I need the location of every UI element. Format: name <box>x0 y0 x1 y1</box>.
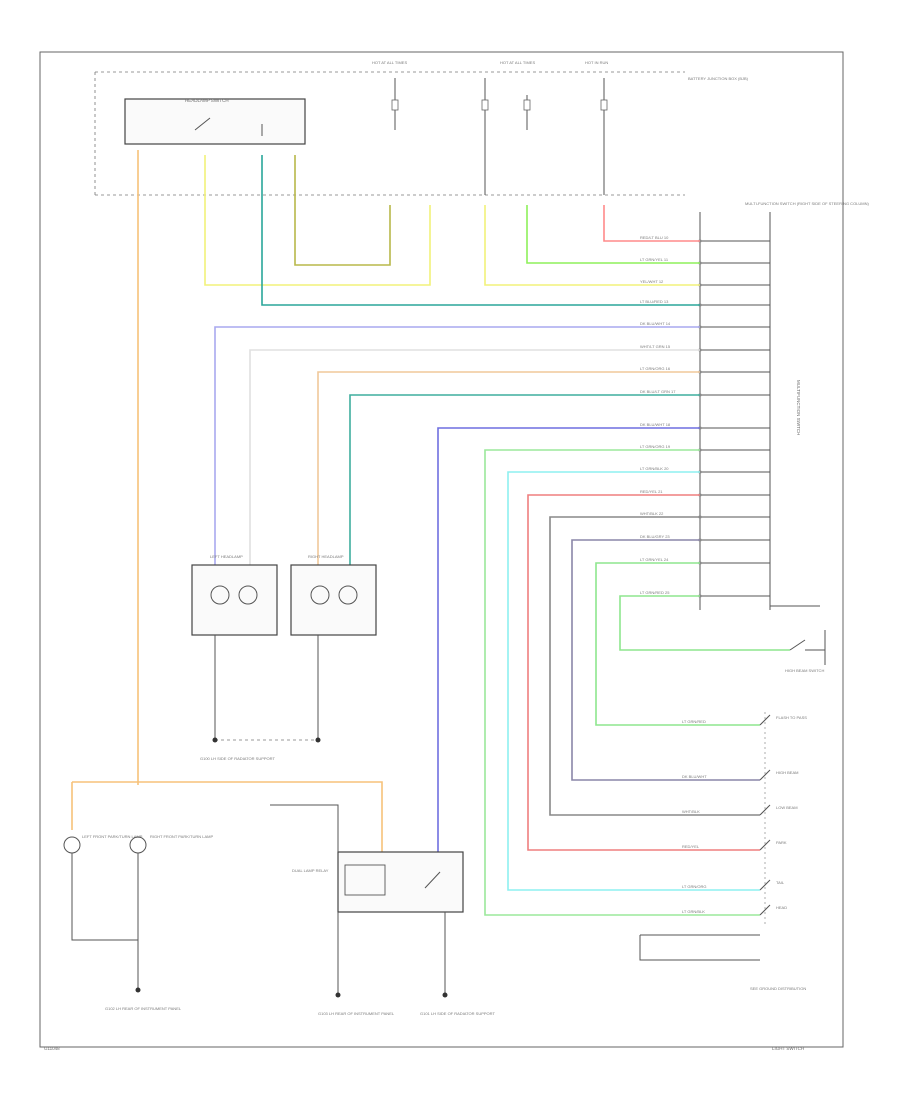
right-headlamp-label: RIGHT HEADLAMP <box>308 554 344 559</box>
switch-wire-label: LT GRN/BLK <box>682 909 705 914</box>
wire-teal-1 <box>261 155 700 306</box>
ground-point-g103 <box>335 992 341 998</box>
connector-pin-label: DK BLU/LT GRN 17 <box>640 389 676 394</box>
wire-purple-1 <box>571 539 760 781</box>
wire-yellow-1 <box>204 155 431 286</box>
switch-contact <box>759 714 771 726</box>
source-label-3: HOT IN RUN <box>585 60 608 65</box>
relay-feed-wire <box>270 804 339 852</box>
switch-contact <box>759 839 771 851</box>
fuse-1 <box>391 78 399 130</box>
wires <box>71 150 790 916</box>
ground-distribution-note: SEE GROUND DISTRIBUTION <box>750 986 806 991</box>
wire-orange-cross <box>72 781 383 852</box>
connector-pin-label: RED/LT BLU 10 <box>640 235 669 240</box>
connector-pin-label: DK BLU/WHT 18 <box>640 422 671 427</box>
wire-green-1 <box>526 205 700 264</box>
connector-pin-label: LT GRN/YEL 11 <box>640 257 669 262</box>
wire-red-1 <box>603 205 700 242</box>
connector-pin-label: DK BLU/GRY 23 <box>640 534 670 539</box>
right-park-lamp-label: RIGHT FRONT PARK/TURN LAMP <box>150 834 213 839</box>
wire-yellow-2 <box>484 205 700 286</box>
headlamp-switch-contact <box>194 117 211 131</box>
dual-lamp-relay: DUAL LAMP RELAY <box>292 851 464 913</box>
switch-wire-label: LT GRN/ORG <box>682 884 707 889</box>
connector-pin-label: LT GRN/RED 25 <box>640 590 670 595</box>
left-headlamp: LEFT HEADLAMP <box>191 554 278 636</box>
source-label-2: HOT AT ALL TIMES <box>500 60 535 65</box>
diagram-frame <box>39 51 844 1048</box>
switch-position-label: HEAD <box>776 905 787 910</box>
wire-cyan-1 <box>507 471 760 891</box>
connector-pin-label: LT GRN/BLK 20 <box>640 466 669 471</box>
fuse-3 <box>523 95 531 130</box>
ground-g100-label: G100 LH SIDE OF RADIATOR SUPPORT <box>200 756 275 761</box>
switch-contact <box>759 769 771 781</box>
switch-contact <box>759 904 771 916</box>
right-switch-stack: LT GRN/RED FLASH TO PASS DK BLU/WHT HIGH BE… <box>682 712 807 925</box>
ground-g101-label: G101 LH SIDE OF RADIATOR SUPPORT <box>420 1011 495 1016</box>
switch-wire-label: DK BLU/WHT <box>682 774 707 779</box>
wire-peach-1 <box>317 371 700 565</box>
ground-point-g100 <box>212 737 218 743</box>
switch-wire-label: RED/YEL <box>682 844 700 849</box>
wire-white-1 <box>249 349 700 565</box>
dual-lamp-relay-label: DUAL LAMP RELAY <box>292 868 329 873</box>
headlamp-switch-box <box>124 98 306 145</box>
right-headlamp: RIGHT HEADLAMP <box>290 554 377 636</box>
ground-point-g104 <box>442 992 448 998</box>
left-headlamp-label: LEFT HEADLAMP <box>210 554 243 559</box>
connector-pin-label: LT GRN/ORG 19 <box>640 444 671 449</box>
wire-blue-1 <box>214 326 700 565</box>
wire-blue-2 <box>437 427 700 852</box>
source-label-1: HOT AT ALL TIMES <box>372 60 407 65</box>
connector-pin-label: WHT/LT GRN 15 <box>640 344 671 349</box>
park-lamp-ground-link <box>71 853 138 941</box>
ground-point-g102 <box>135 987 141 993</box>
connector-pin-label: RED/YEL 21 <box>640 489 663 494</box>
switch-position-label: HIGH BEAM <box>776 770 798 775</box>
footer-left: G11048 <box>44 1046 60 1051</box>
connector-pin-label: WHT/BLK 22 <box>640 511 664 516</box>
switch-contact <box>759 879 771 891</box>
switch-contact <box>759 804 771 816</box>
right-park-lamp: RIGHT FRONT PARK/TURN LAMP <box>129 834 213 854</box>
wire-olive-1 <box>294 155 391 266</box>
wire-teal-2 <box>349 394 700 565</box>
switch-wire-label: LT GRN/RED <box>682 719 706 724</box>
fuse-box-note: BATTERY JUNCTION BOX (BJB) <box>688 76 749 81</box>
switch-position-label: FLASH TO PASS <box>776 715 807 720</box>
switch-position-label: TAIL <box>776 880 785 885</box>
connector-pin-label: DK BLU/WHT 14 <box>640 321 671 326</box>
footer-right: LIGHT SWITCH <box>772 1046 804 1051</box>
wire-green-3 <box>595 562 760 726</box>
wire-red-2 <box>527 494 760 851</box>
bottom-stub-2 <box>639 935 760 961</box>
high-beam-switch: HIGH BEAM SWITCH <box>785 630 826 673</box>
connector-pin-label: LT GRN/YEL 24 <box>640 557 669 562</box>
connector-pins: RED/LT BLU 10 LT GRN/YEL 11 YEL/WHT 12 LT B… <box>640 235 770 598</box>
fuse-4 <box>600 78 608 195</box>
ground-g102-label: G102 LH REAR OF INSTRUMENT PANEL <box>105 1006 182 1011</box>
wire-green-4 <box>619 595 790 651</box>
vertical-connector-label: MULTIFUNCTION SWITCH <box>796 380 801 435</box>
high-beam-switch-label: HIGH BEAM SWITCH <box>785 668 824 673</box>
wire-green-2 <box>484 449 760 916</box>
left-park-lamp: LEFT FRONT PARK/TURN LAMP <box>63 834 143 854</box>
switch-position-label: LOW BEAM <box>776 805 798 810</box>
ground-point-g101 <box>315 737 321 743</box>
fuse-2 <box>481 78 489 195</box>
connector-pin-label: LT GRN/ORG 16 <box>640 366 671 371</box>
switch-position-label: PARK <box>776 840 787 845</box>
headlamp-switch-label: HEADLAMP SWITCH <box>185 98 229 103</box>
connector-pin-label: LT BLU/RED 13 <box>640 299 669 304</box>
wire-grey-1 <box>549 516 760 816</box>
connector-pin-label: YEL/WHT 12 <box>640 279 664 284</box>
left-park-lamp-label: LEFT FRONT PARK/TURN LAMP <box>82 834 143 839</box>
ground-g103-label: G103 LH REAR OF INSTRUMENT PANEL <box>318 1011 395 1016</box>
switch-wire-label: WHT/BLK <box>682 809 700 814</box>
side-connector-label: MULTI-FUNCTION SWITCH (RIGHT SIDE OF STE… <box>745 201 870 206</box>
